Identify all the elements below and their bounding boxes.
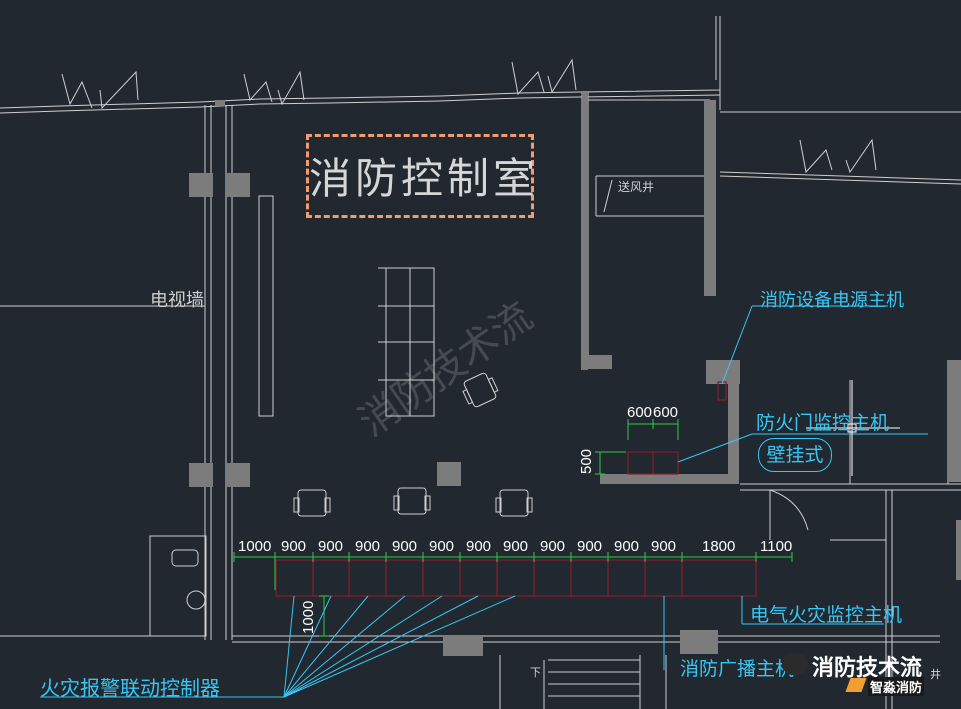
dim-label: 900	[540, 538, 566, 555]
power-host-label: 消防设备电源主机	[760, 290, 904, 311]
wall-mounted-label: 壁挂式	[758, 438, 832, 472]
columns	[189, 92, 961, 656]
down-label: 下	[530, 666, 541, 679]
console-equipment	[275, 381, 757, 597]
fire-door-width-label: 600	[627, 404, 653, 421]
well-label: 井	[930, 668, 941, 681]
broadcast-host-label: 消防广播主机	[680, 658, 795, 680]
wechat-icon	[782, 653, 808, 675]
dim-label: 900	[355, 538, 381, 555]
chairs	[293, 372, 533, 517]
dim-label: 900	[503, 538, 529, 555]
alarm-controller-label: 火灾报警联动控制器	[40, 676, 220, 700]
dim-label: 900	[651, 538, 677, 555]
dim-label: 1800	[702, 538, 736, 555]
fire-door-host-label: 防火门监控主机	[756, 412, 890, 434]
fire-door-width-label: 600	[653, 404, 679, 421]
dim-label: 900	[466, 538, 492, 555]
dim-label: 900	[318, 538, 344, 555]
console-depth-label: 1000	[300, 600, 317, 634]
leader-lines	[40, 305, 928, 698]
fire-door-height-label: 500	[578, 448, 595, 474]
dim-label: 900	[614, 538, 640, 555]
dim-label: 900	[392, 538, 418, 555]
desk-block	[378, 267, 435, 417]
dim-label: 900	[429, 538, 455, 555]
room-title: 消防控制室	[306, 134, 535, 218]
crosshair-icon	[806, 380, 900, 476]
dim-label: 900	[577, 538, 603, 555]
dimension-lines	[233, 419, 793, 637]
dim-label: 1100	[760, 538, 793, 555]
logo-name: 消防技术流	[812, 656, 923, 681]
tv-wall-label: 电视墙	[150, 290, 204, 311]
logo-sub: 智淼消防	[868, 677, 925, 696]
air-shaft-label: 送风井	[618, 180, 655, 194]
dim-label: 900	[281, 538, 307, 555]
dim-label: 1000	[238, 538, 272, 555]
electrical-fire-host-label: 电气火灾监控主机	[750, 604, 903, 626]
